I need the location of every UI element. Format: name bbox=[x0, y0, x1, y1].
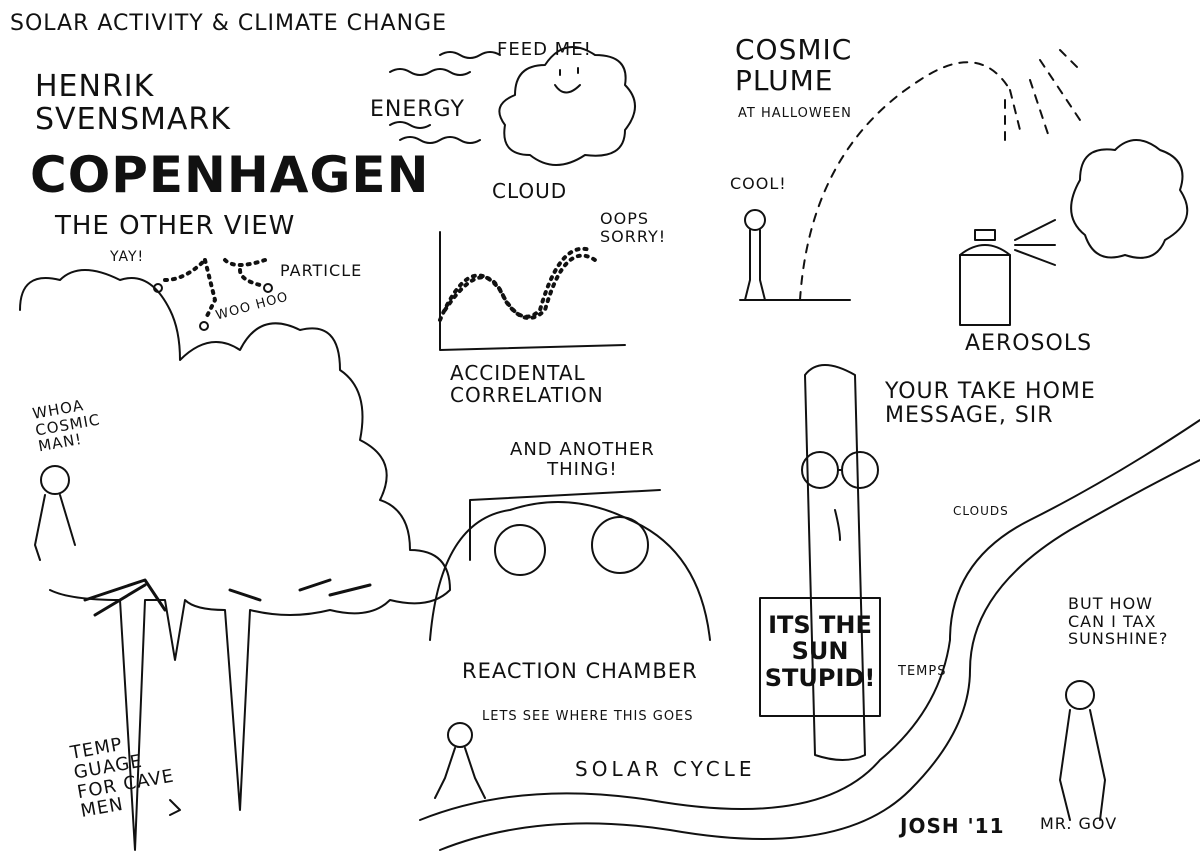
solar-cycle-road bbox=[419, 419, 1200, 821]
tax-sunshine-speech: But how can I tax sunshine? bbox=[1068, 594, 1169, 649]
spray-can bbox=[959, 254, 1011, 326]
temps-label: Temps bbox=[898, 664, 947, 679]
sun-man bbox=[804, 364, 866, 761]
another-thing-speech: And another thing! bbox=[510, 439, 655, 480]
happy-cloud bbox=[498, 46, 636, 166]
take-home-speech: Your take home message, Sir bbox=[885, 379, 1096, 429]
angry-cloud bbox=[1070, 139, 1189, 259]
big-cloud bbox=[19, 269, 451, 851]
cloud-label: Cloud bbox=[492, 179, 568, 203]
page-title: Solar Activity & Climate Change bbox=[10, 11, 448, 36]
author-name: Henrik Svensmark bbox=[35, 69, 231, 137]
solar-cycle-caption: Solar cycle bbox=[575, 757, 756, 781]
energy-waves bbox=[389, 51, 501, 144]
correlation-caption: Accidental Correlation bbox=[450, 361, 604, 407]
particle-label: Particle bbox=[280, 261, 363, 280]
plume-title: Cosmic Plume bbox=[735, 33, 853, 97]
reaction-chamber bbox=[429, 489, 711, 641]
aerosols-label: Aerosols bbox=[965, 331, 1093, 356]
gauge-label: Temp Guage for cave men bbox=[68, 733, 176, 823]
city-label: Copenhagen bbox=[30, 146, 430, 204]
graph-axes bbox=[439, 231, 626, 351]
energy-label: Energy bbox=[370, 97, 465, 122]
clouds-label: Clouds bbox=[953, 504, 1009, 518]
oops-label: Oops Sorry! bbox=[600, 209, 667, 246]
cloud-hatching bbox=[83, 578, 372, 617]
subtitle: The other view bbox=[55, 211, 296, 241]
mr-gov-label: Mr. Gov bbox=[1040, 814, 1118, 833]
walker-speech: Lets see where this goes bbox=[482, 709, 694, 724]
plume-subtitle: at Halloween bbox=[738, 106, 852, 121]
yay-label: Yay! bbox=[110, 249, 145, 265]
signature: Josh '11 bbox=[900, 814, 1005, 838]
sign-board bbox=[759, 597, 881, 717]
cool-label: Cool! bbox=[730, 174, 787, 193]
sign-text: Its the Sun Stupid! bbox=[764, 611, 876, 692]
feed-me-label: Feed me! bbox=[497, 39, 592, 60]
plume bbox=[799, 49, 1081, 301]
reaction-chamber-caption: Reaction Chamber bbox=[462, 659, 698, 683]
